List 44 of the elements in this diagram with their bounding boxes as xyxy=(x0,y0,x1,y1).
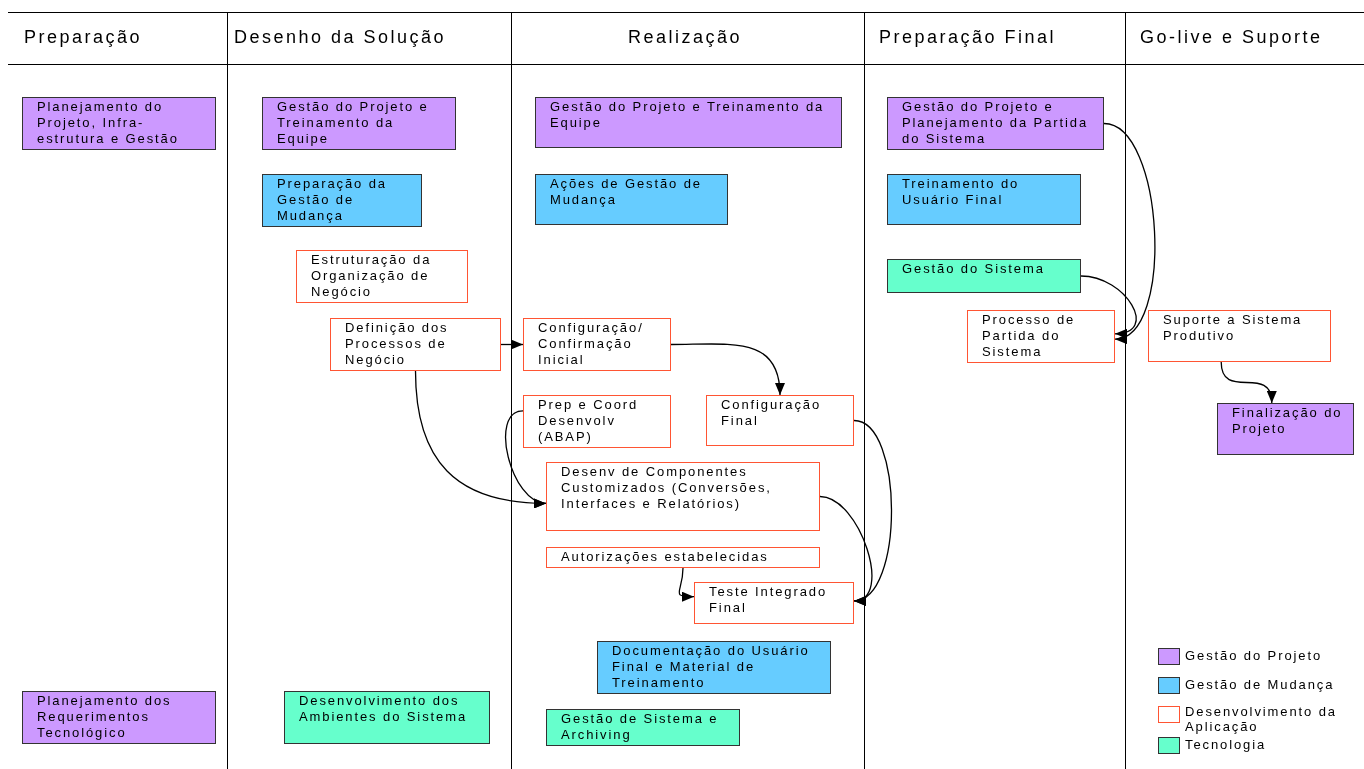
arrow xyxy=(678,567,695,602)
lane-title: Desenho da Solução xyxy=(234,27,447,48)
process-box: Definição dos Processos de Negócio xyxy=(330,318,501,371)
legend-label: Tecnologia xyxy=(1185,737,1268,752)
process-box: Gestão de Sistema e Archiving xyxy=(546,709,740,746)
process-box: Teste Integrado Final xyxy=(694,582,854,624)
process-box: Suporte a Sistema Produtivo xyxy=(1148,310,1331,362)
arrow xyxy=(1220,361,1276,404)
legend-label: Gestão do Projeto xyxy=(1185,648,1324,663)
process-box: Estruturação da Organização de Negócio xyxy=(296,250,468,303)
process-box: Processo de Partida do Sistema xyxy=(967,310,1115,363)
legend-label: Gestão de Mudança xyxy=(1185,677,1336,692)
process-box: Gestão do Projeto e Planejamento da Partida do Sistema xyxy=(887,97,1104,150)
process-box: Gestão do Sistema xyxy=(887,259,1081,293)
process-box: Prep e Coord Desenvolv (ABAP) xyxy=(523,395,671,448)
process-box: Planejamento dos Requerimentos Tecnológico xyxy=(22,691,216,744)
legend-label: Desenvolvimento da Aplicação xyxy=(1185,704,1338,734)
process-box: Gestão do Projeto e Treinamento da Equipe xyxy=(262,97,456,150)
lane-title: Preparação xyxy=(24,27,143,48)
process-box: Configuração/ Confirmação Inicial xyxy=(523,318,671,371)
lane-title: Realização xyxy=(628,27,743,48)
arrow xyxy=(1103,122,1156,341)
swimlane xyxy=(511,12,864,769)
arrow xyxy=(1080,275,1137,338)
process-box: Gestão do Projeto e Treinamento da Equipe xyxy=(535,97,842,148)
arrow xyxy=(670,343,785,396)
arrow xyxy=(819,495,873,603)
lane-title: Preparação Final xyxy=(879,27,1057,48)
swimlane xyxy=(227,12,511,769)
process-box: Planejamento do Projeto, Infra-estrutura e Gestão xyxy=(22,97,216,150)
process-box: Finalização do Projeto xyxy=(1217,403,1354,455)
process-box: Ações de Gestão de Mudança xyxy=(535,174,728,225)
process-box: Treinamento do Usuário Final xyxy=(887,174,1081,225)
swimlane xyxy=(864,12,1125,769)
process-box: Configuração Final xyxy=(706,395,854,446)
arrow xyxy=(500,339,524,350)
process-box: Autorizações estabelecidas xyxy=(546,547,820,568)
arrow xyxy=(505,410,547,506)
process-box: Preparação da Gestão de Mudança xyxy=(262,174,422,227)
lane-title: Go-live e Suporte xyxy=(1140,27,1323,48)
process-box: Desenv de Componentes Customizados (Conversões, Interfaces e Relatórios) xyxy=(546,462,820,531)
swimlane xyxy=(1125,12,1364,769)
process-box: Desenvolvimento dos Ambientes do Sistema xyxy=(284,691,490,744)
process-box: Documentação do Usuário Final e Material de Treinamento xyxy=(597,641,831,694)
